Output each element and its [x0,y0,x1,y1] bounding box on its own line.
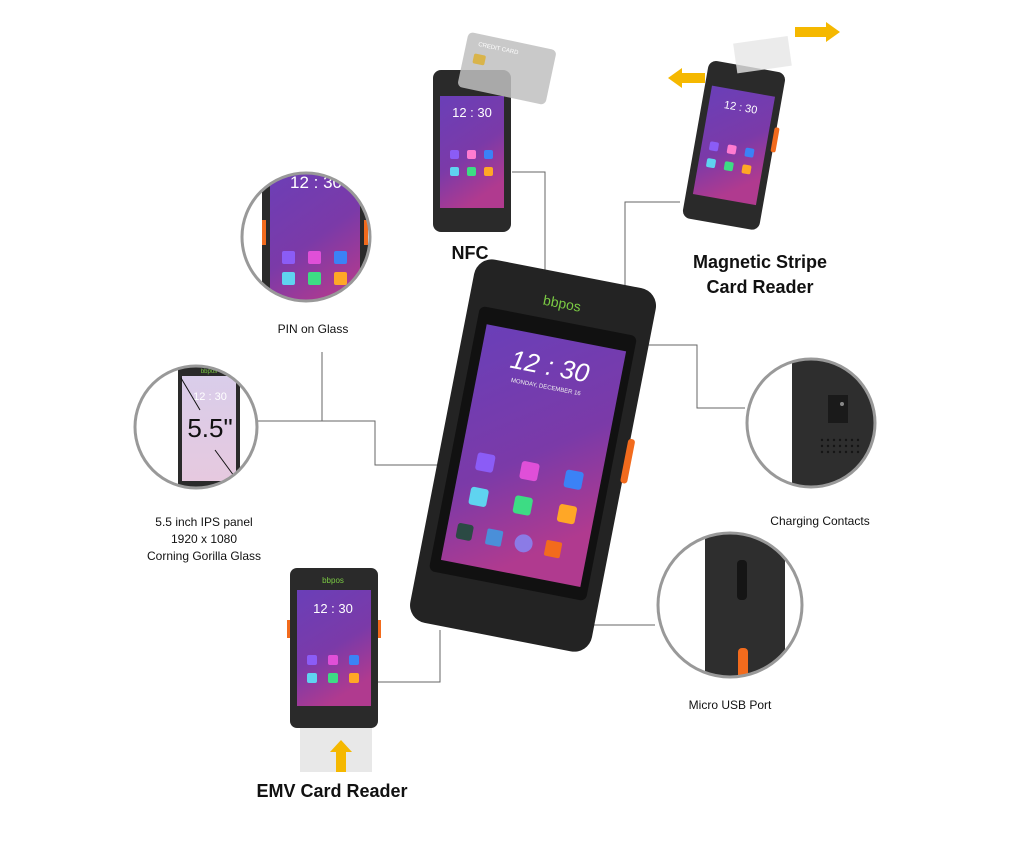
label-panel-1: 5.5 inch IPS panel [155,515,253,529]
charging-contacts-zoom [745,357,877,489]
arrow-right-icon [795,22,840,42]
speaker-grille [820,438,860,454]
label-pin: PIN on Glass [277,322,349,336]
svg-text:5.5": 5.5" [187,413,232,443]
svg-text:12 : 30: 12 : 30 [313,601,353,616]
svg-text:bbpos: bbpos [201,369,217,375]
svg-text:12 : 30: 12 : 30 [290,173,342,192]
label-magnetic-2: Card Reader [706,277,814,297]
label-usb: Micro USB Port [688,698,772,712]
arrow-up-icon [330,740,352,772]
label-magnetic-1: Magnetic Stripe [692,252,828,272]
label-panel-3: Corning Gorilla Glass [146,549,262,563]
arrow-left-icon [668,68,705,88]
micro-usb-zoom [656,531,804,679]
pin-on-glass-zoom: 12 : 30 [240,171,372,303]
credit-card: CREDIT CARD [458,32,556,105]
label-emv: EMV Card Reader [256,781,408,801]
screen-size-zoom: bbpos 12 : 30 5.5" [133,364,259,490]
label-nfc: NFC [451,243,489,263]
label-panel-2: 1920 x 1080 [170,532,238,546]
label-charging: Charging Contacts [770,514,870,528]
main-device: bbpos 12 : 30 MONDAY, DECEMBER 16 [410,259,657,652]
svg-text:bbpos: bbpos [542,292,583,315]
svg-text:bbpos: bbpos [322,576,344,585]
magnetic-device: 12 : 30 [668,22,840,230]
svg-text:12 : 30: 12 : 30 [193,391,227,403]
emv-device: bbpos 12 : 30 [287,568,381,772]
svg-text:12 : 30: 12 : 30 [723,99,758,117]
nfc-device: 12 : 30 CREDIT CARD [433,32,556,232]
svg-text:12 : 30: 12 : 30 [452,105,492,120]
